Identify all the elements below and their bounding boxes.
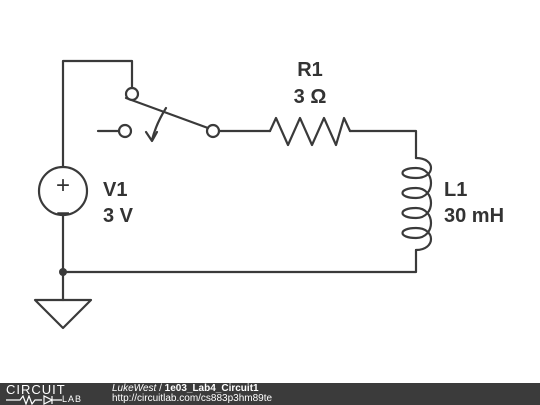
source-minus-sign: −	[56, 200, 70, 227]
resistor-r1	[268, 116, 352, 147]
circuit-schematic: R1 3 Ω L1 30 mH + − V1 3 V	[33, 59, 504, 330]
source-designator: V1	[103, 179, 127, 201]
wire-source-to-switch	[61, 59, 134, 169]
switch-arrow-head	[144, 130, 159, 143]
logo-text-lab: LAB	[62, 394, 83, 404]
source-body	[37, 165, 89, 217]
switch-action-arrow	[150, 106, 168, 142]
inductor-l1	[401, 156, 433, 252]
footer-bar: CIRCUIT LAB LukeWest / 1e03_Lab4_Circuit…	[0, 383, 540, 405]
meta-separator: /	[156, 383, 165, 394]
ground-symbol	[33, 298, 93, 330]
switch-terminal-common	[205, 123, 221, 139]
author-link[interactable]: LukeWest	[112, 383, 157, 394]
spdt-switch[interactable]	[96, 86, 221, 143]
circuit-name[interactable]: 1e03_Lab4_Circuit1	[164, 383, 259, 394]
source-value: 3 V	[103, 205, 134, 227]
logo-resistor-icon	[6, 395, 62, 405]
circuit-url[interactable]: http://circuitlab.com/cs883p3hm89te	[112, 393, 273, 404]
voltage-source-v1: + −	[37, 165, 89, 274]
resistor-designator: R1	[297, 59, 323, 81]
circuitlab-logo[interactable]: CIRCUIT LAB	[6, 383, 102, 405]
inductor-designator: L1	[444, 179, 467, 201]
source-plus-sign: +	[56, 172, 70, 199]
wire-inductor-to-ground	[61, 248, 418, 274]
switch-blade	[124, 96, 210, 130]
switch-terminal-left	[117, 123, 133, 139]
inductor-value: 30 mH	[444, 205, 504, 227]
wire-resistor-to-inductor	[348, 129, 418, 160]
circuit-meta: LukeWest / 1e03_Lab4_Circuit1	[112, 384, 259, 394]
resistor-value: 3 Ω	[294, 86, 327, 108]
logo-text-circuit: CIRCUIT	[6, 382, 66, 397]
